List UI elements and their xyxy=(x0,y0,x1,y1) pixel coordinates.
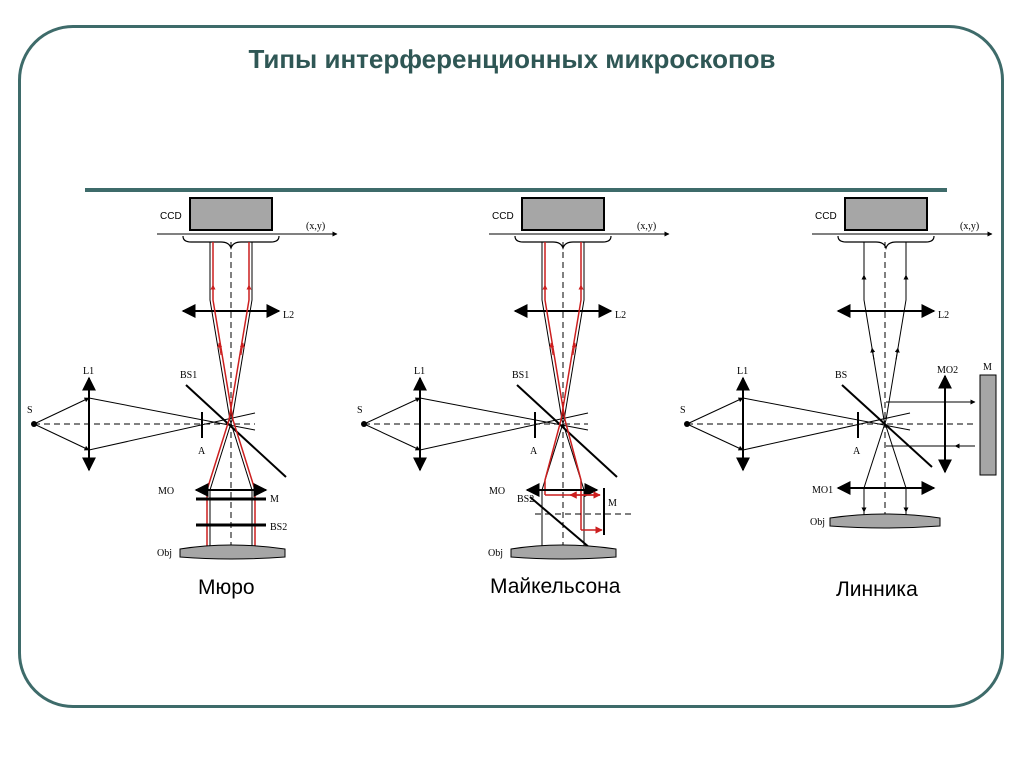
caption-linnik: Линника xyxy=(836,578,918,601)
object-sample xyxy=(179,544,286,560)
a-label: A xyxy=(530,446,538,457)
michelson-diagram: CCD (x,y) L2 L1 S A BS1 MO BS2 xyxy=(357,197,670,560)
illum-ray xyxy=(686,397,744,425)
illum-ray xyxy=(363,397,421,425)
l2-label: L2 xyxy=(615,310,626,321)
object-sample xyxy=(829,513,941,529)
xy-label: (x,y) xyxy=(960,221,979,232)
beam-splitter-bs2 xyxy=(529,496,591,549)
illum-ray xyxy=(88,412,256,451)
bs2-label: BS2 xyxy=(517,494,534,505)
illum-ray xyxy=(33,423,90,451)
imaging-ray xyxy=(209,242,253,555)
ray-arrow xyxy=(870,347,876,361)
m-label: M xyxy=(270,494,279,505)
red-ray xyxy=(206,242,250,555)
mo-label: MO xyxy=(158,486,174,497)
l2-label: L2 xyxy=(938,310,949,321)
a-label: A xyxy=(853,446,861,457)
l2-label: L2 xyxy=(283,310,294,321)
mo1-label: MO1 xyxy=(812,485,833,496)
a-label: A xyxy=(198,446,206,457)
illum-ray xyxy=(686,423,744,451)
s-label: S xyxy=(27,405,33,416)
reference-mirror-m xyxy=(979,374,997,476)
ccd-label: CCD xyxy=(492,211,514,222)
slide-frame xyxy=(18,25,1004,708)
caption-michelson: Майкельсона xyxy=(490,575,621,598)
ccd-camera xyxy=(189,197,273,231)
imaging-ray xyxy=(541,242,585,548)
bs1-label: BS1 xyxy=(180,370,197,381)
ray-arrow xyxy=(894,347,900,361)
ray-arrow xyxy=(239,342,245,356)
obj-label: Obj xyxy=(488,548,503,559)
mo-label: MO xyxy=(489,486,505,497)
s-label: S xyxy=(680,405,686,416)
ccd-camera xyxy=(521,197,605,231)
obj-label: Obj xyxy=(810,517,825,528)
illum-ray xyxy=(363,423,421,451)
slide-title: Типы интерференционных микроскопов xyxy=(248,44,776,74)
detector-brace xyxy=(837,235,935,250)
l1-label: L1 xyxy=(83,366,94,377)
bs2-label: BS2 xyxy=(270,522,287,533)
xy-label: (x,y) xyxy=(306,221,325,232)
m-label: M xyxy=(608,498,617,509)
object-sample xyxy=(510,544,617,560)
l1-label: L1 xyxy=(414,366,425,377)
ccd-camera xyxy=(844,197,928,231)
mo2-label: MO2 xyxy=(937,365,958,376)
xy-label: (x,y) xyxy=(637,221,656,232)
ray-arrow xyxy=(549,342,555,356)
mirau-diagram: CCD (x,y) L2 L1 S A BS1 MO M xyxy=(27,197,338,560)
l1-label: L1 xyxy=(737,366,748,377)
title-rule xyxy=(85,188,947,192)
beam-splitter-bs1 xyxy=(516,384,618,478)
red-ray xyxy=(212,242,256,555)
ccd-label: CCD xyxy=(815,211,837,222)
ccd-label: CCD xyxy=(160,211,182,222)
caption-mirau: Мюро xyxy=(198,576,255,599)
beam-splitter-bs xyxy=(841,384,933,468)
m-label: M xyxy=(983,362,992,373)
imaging-ray xyxy=(541,242,585,548)
ray-arrow xyxy=(217,342,223,356)
ray-arrow xyxy=(571,342,577,356)
linnik-diagram: CCD (x,y) L2 L1 S A BS MO1 M xyxy=(680,197,997,529)
obj-label: Obj xyxy=(157,548,172,559)
illum-ray xyxy=(742,397,911,431)
bs-label: BS xyxy=(835,370,847,381)
illum-ray xyxy=(419,412,589,451)
bs1-label: BS1 xyxy=(512,370,529,381)
imaging-ray xyxy=(209,242,253,555)
illum-ray xyxy=(742,412,911,451)
s-label: S xyxy=(357,405,363,416)
illum-ray xyxy=(33,397,90,425)
